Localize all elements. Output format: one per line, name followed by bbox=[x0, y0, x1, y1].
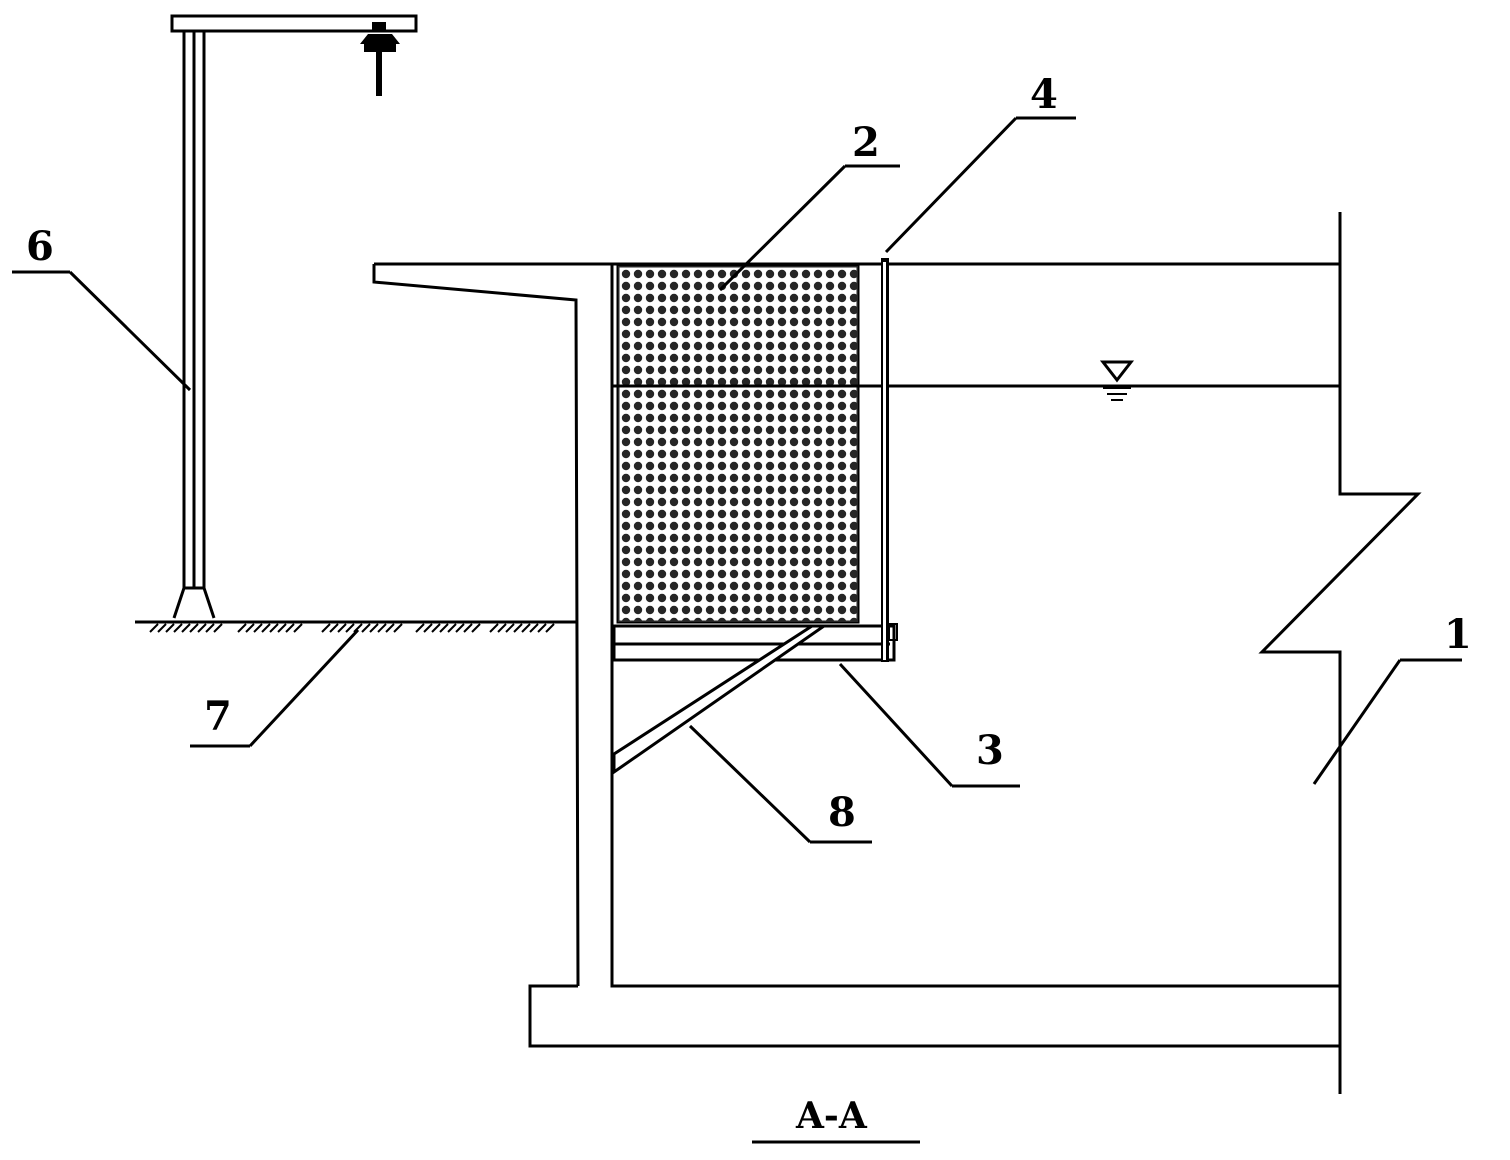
label-tank: 1 bbox=[1444, 611, 1472, 658]
label-ground: 7 bbox=[204, 693, 232, 740]
water-level-triangle-icon bbox=[1099, 360, 1135, 401]
label-filter-media: 2 bbox=[852, 119, 880, 166]
label-brace: 8 bbox=[828, 789, 856, 836]
support-plate bbox=[612, 624, 896, 662]
lifting-frame bbox=[170, 14, 418, 619]
filter-media bbox=[616, 264, 860, 624]
tank-structure bbox=[372, 212, 1422, 1094]
leader-lines bbox=[12, 116, 1462, 1144]
hoist-hook-icon bbox=[360, 22, 400, 96]
label-lifting-frame: 6 bbox=[26, 223, 54, 270]
label-baffle: 4 bbox=[1030, 71, 1058, 118]
diagonal-brace bbox=[612, 624, 829, 775]
baffle-plate bbox=[881, 258, 898, 662]
section-title: A-A bbox=[795, 1095, 868, 1137]
ground-line bbox=[135, 620, 578, 633]
label-support-plate: 3 bbox=[976, 727, 1004, 774]
